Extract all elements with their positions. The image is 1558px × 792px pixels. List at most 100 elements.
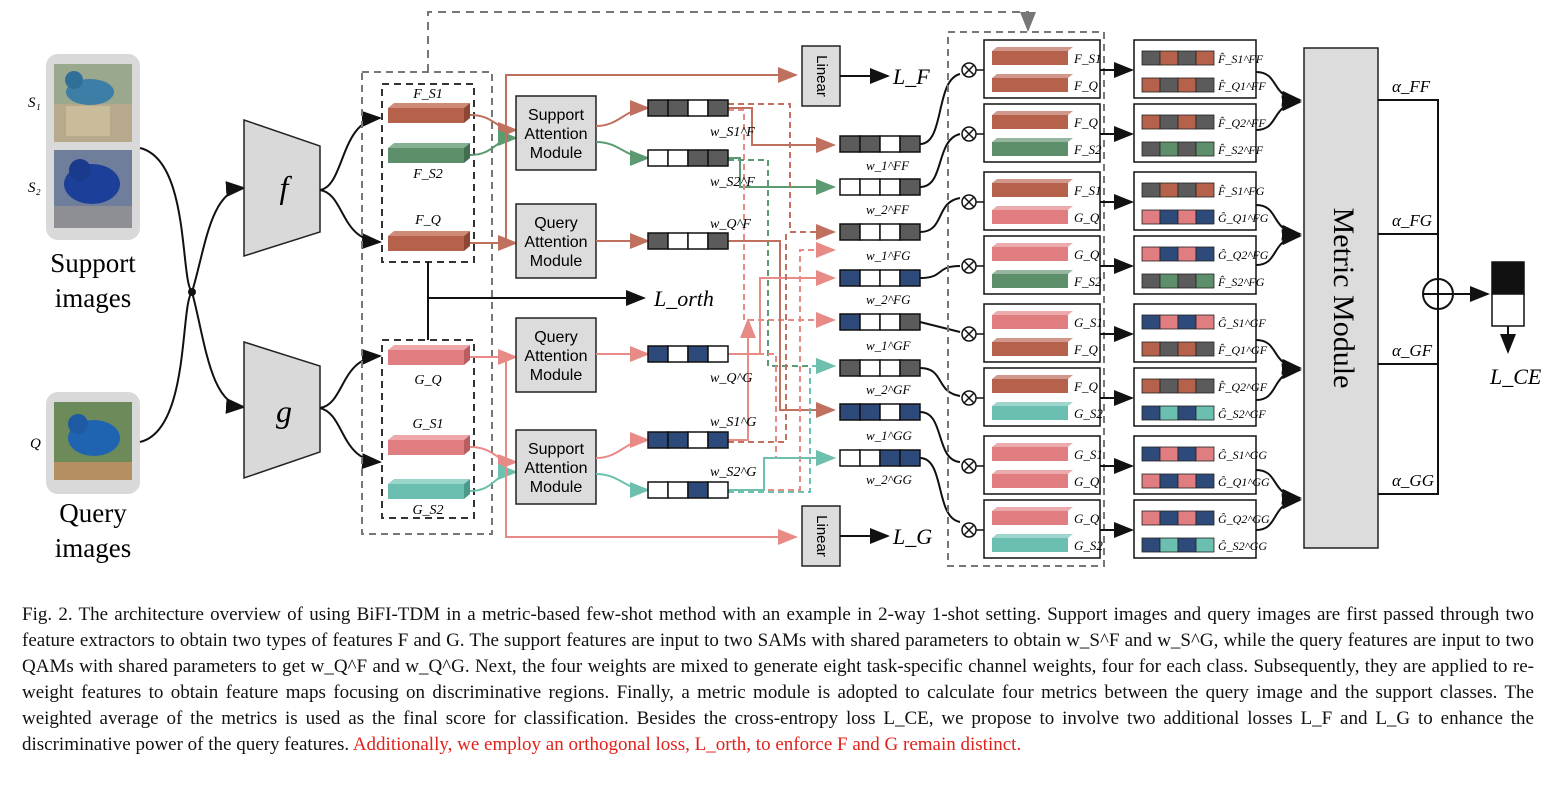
svg-text:w_Q^G: w_Q^G — [710, 371, 752, 386]
weighted-cell — [1141, 77, 1161, 93]
pair-box: F_S1G_Q — [983, 171, 1101, 231]
weight-w2FF — [839, 178, 921, 196]
svg-text:Query: Query — [534, 215, 578, 232]
svg-text:Attention: Attention — [524, 234, 587, 251]
loss-orth: L_orth — [653, 286, 714, 311]
pair-label: F_Q — [1073, 342, 1098, 357]
product-otimes-icon — [961, 126, 984, 142]
figure-caption: Fig. 2. The architecture overview of usi… — [22, 602, 1534, 758]
weighted-label: Ĝ_Q2^GG — [1218, 512, 1270, 526]
svg-text:Linear: Linear — [813, 55, 830, 97]
weighted-cell — [1159, 114, 1179, 130]
feature-bar — [992, 342, 1068, 356]
weighted-cell — [1159, 273, 1179, 289]
weighted-pair-box: F̂_S1^FGĜ_Q1^FG — [1133, 171, 1269, 231]
support-images-panel — [46, 54, 140, 240]
feature-bar — [992, 511, 1068, 525]
extractor-f — [243, 118, 321, 258]
svg-text:w_1^FF: w_1^FF — [866, 158, 910, 173]
feature-label-gs2: G_S2 — [412, 503, 443, 518]
weighted-cell — [1141, 446, 1161, 462]
weighted-feature-pairs: F̂_S1^FFF̂_Q1^FFF̂_Q2^FFF̂_S2^FFF̂_S1^FG… — [1133, 39, 1270, 559]
svg-text:Attention: Attention — [524, 126, 587, 143]
weight-to-product-lines — [919, 73, 961, 523]
weighted-cell — [1177, 341, 1197, 357]
weight-vectors-mixed — [839, 135, 921, 467]
sam-bottom: Support Attention Module — [515, 429, 597, 505]
loss-lce: L_CE — [1489, 364, 1542, 389]
weighted-cell — [1177, 405, 1197, 421]
svg-text:Query: Query — [534, 329, 578, 346]
svg-text:α_FG: α_FG — [1392, 211, 1432, 230]
caption-red-text: Additionally, we employ an orthogonal lo… — [352, 734, 1022, 755]
pair-label: F_Q — [1073, 78, 1098, 93]
weighted-cell — [1159, 246, 1179, 262]
weighted-cell — [1159, 537, 1179, 553]
feature-bar — [992, 142, 1068, 156]
weighted-cell — [1159, 314, 1179, 330]
feature-bar — [992, 51, 1068, 65]
svg-text:Support: Support — [528, 441, 585, 458]
query-caption-line2: images — [55, 533, 131, 563]
weighted-cell — [1195, 182, 1215, 198]
loss-lf: L_F — [892, 64, 930, 89]
feature-bar — [992, 406, 1068, 420]
svg-text:Metric Module: Metric Module — [1327, 208, 1360, 389]
feature-bar — [992, 474, 1068, 488]
weighted-cell — [1141, 246, 1161, 262]
feature-G-box — [381, 339, 475, 519]
alpha-labels: α_FF α_FG α_GF α_GG — [1392, 77, 1434, 490]
feature-bar — [992, 379, 1068, 393]
weighted-label: Ĝ_Q2^FG — [1218, 248, 1269, 262]
weight-vectors-first — [647, 99, 729, 499]
weighted-label: Ĝ_S2^GG — [1218, 539, 1267, 553]
weighted-cell — [1159, 341, 1179, 357]
extractor-outputs — [319, 110, 382, 470]
weighted-pair-box: Ĝ_Q2^GG Ĝ_S2^GG — [1133, 499, 1270, 559]
weighted-cell — [1141, 473, 1161, 489]
weighted-cell — [1195, 446, 1215, 462]
weighted-cell — [1141, 378, 1161, 394]
weight-mixing-lines — [728, 103, 836, 493]
feature-bar — [992, 247, 1068, 261]
weight-w1FF — [839, 135, 921, 153]
weight-w1GF — [839, 313, 921, 331]
weighted-cell — [1141, 405, 1161, 421]
weight-w1GG — [839, 403, 921, 421]
weighted-cell — [1159, 378, 1179, 394]
weighted-cell — [1177, 537, 1197, 553]
pair-box: G_S1G_Q — [983, 435, 1103, 495]
weight-w2GG — [839, 449, 921, 467]
product-otimes-icon — [961, 458, 984, 474]
feature-bar — [992, 274, 1068, 288]
svg-text:w_1^GG: w_1^GG — [866, 428, 913, 443]
query-label: Q — [30, 436, 41, 452]
feature-bar — [992, 78, 1068, 92]
svg-text:Module: Module — [530, 145, 583, 162]
pair-box: G_QG_S2 — [983, 499, 1103, 559]
weighted-cell — [1141, 314, 1161, 330]
weighted-cell — [1195, 50, 1215, 66]
product-otimes-icon — [961, 522, 984, 538]
pair-label: F_S1 — [1073, 183, 1101, 198]
weighted-cell — [1141, 341, 1161, 357]
support-image-2 — [54, 150, 132, 228]
feature-F-S1 — [388, 103, 470, 123]
query-caption-line1: Query — [59, 498, 127, 528]
support-label-1: S₁ — [28, 95, 41, 111]
weighted-cell — [1159, 141, 1179, 157]
svg-text:w_2^FF: w_2^FF — [866, 202, 910, 217]
svg-text:w_2^FG: w_2^FG — [866, 292, 911, 307]
feature-label-fs2: F_S2 — [412, 167, 443, 182]
query-images-panel — [46, 392, 140, 494]
weight-wS1G — [647, 431, 729, 449]
weighted-pair-box: Ĝ_Q2^FGF̂_S2^FG — [1133, 235, 1269, 295]
weighted-cell — [1177, 50, 1197, 66]
weighted-cell — [1177, 182, 1197, 198]
feature-label-fs1: F_S1 — [412, 87, 443, 102]
alpha-lines — [1378, 99, 1516, 495]
pair-label: F_Q — [1073, 379, 1098, 394]
qam-bottom: Query Attention Module — [515, 317, 597, 393]
pair-label: G_Q — [1074, 511, 1100, 526]
module-weight-arrows — [595, 100, 650, 498]
